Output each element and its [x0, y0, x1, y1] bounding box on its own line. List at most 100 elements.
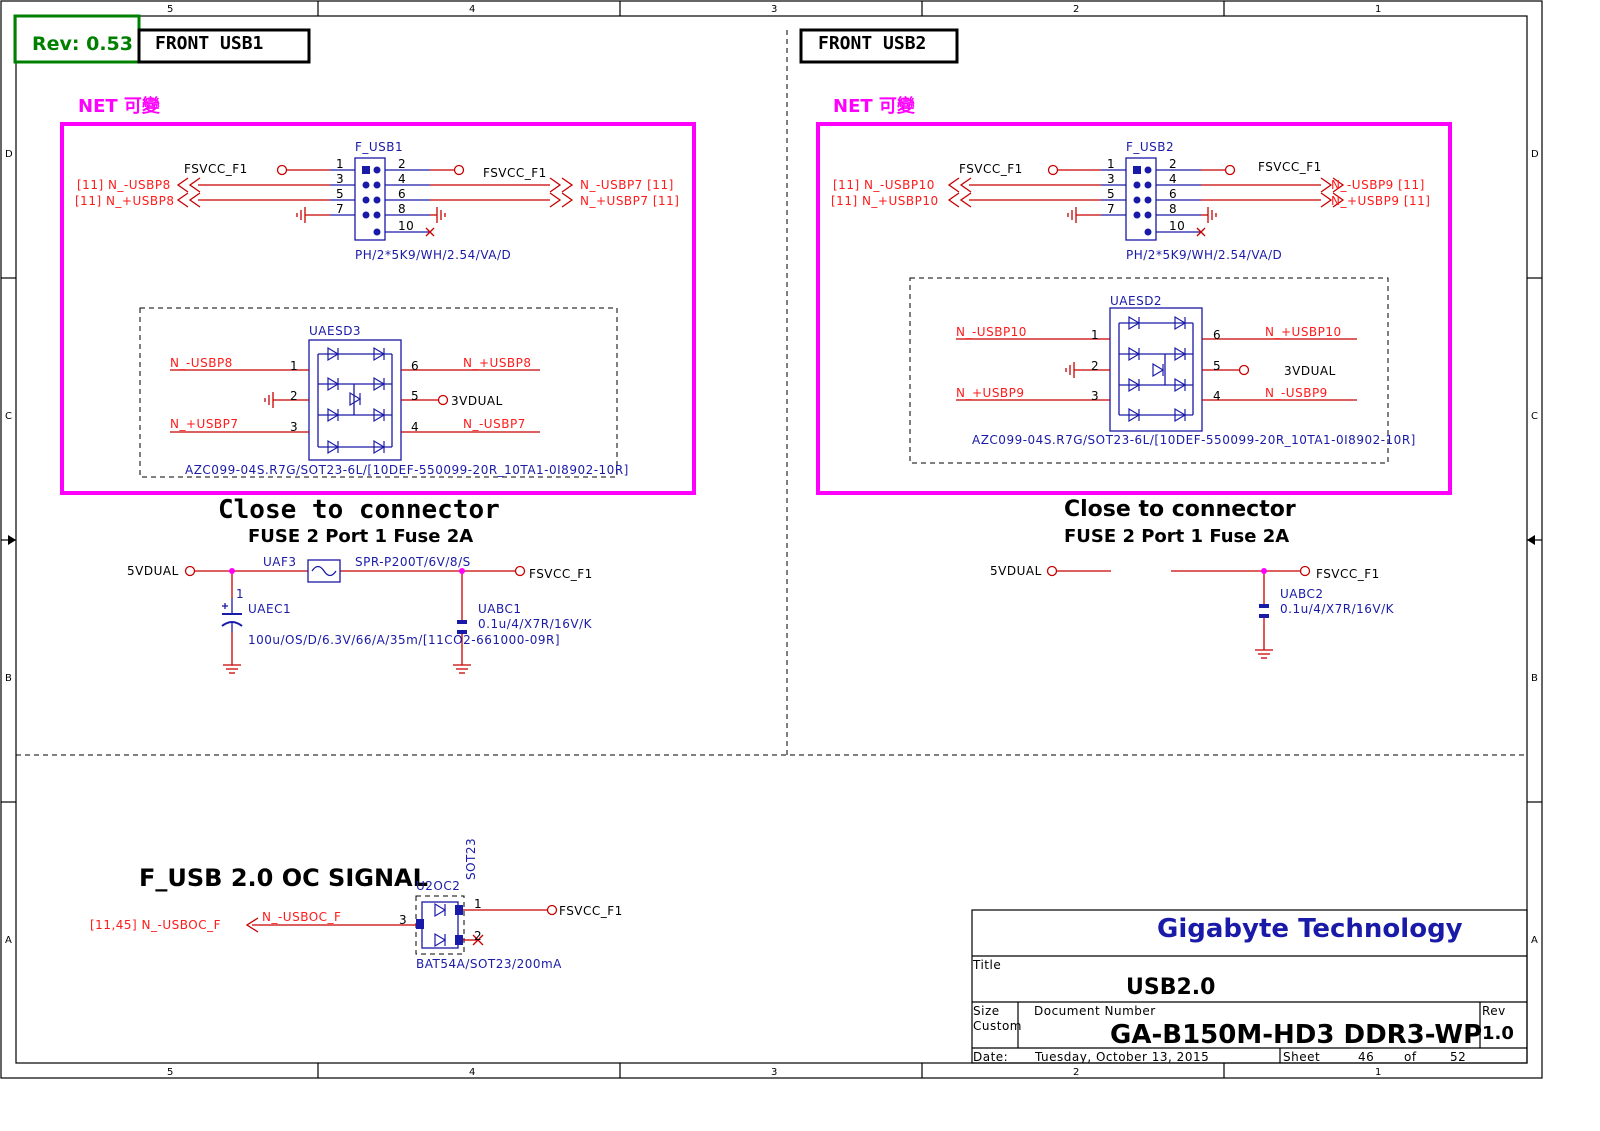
- esd-internal-1: [317, 353, 393, 448]
- power1-cap-part: 100u/OS/D/6.3V/66/A/35m/[11CO2-661000-09…: [248, 633, 560, 647]
- esd-part-2: AZC099-04S.R7G/SOT23-6L/[10DEF-550099-20…: [972, 433, 1416, 447]
- conn1-net-left-pos: [11] N_+USBP8: [75, 194, 174, 208]
- front-usb1-header-box: [137, 28, 311, 64]
- power1-fuse-part: SPR-P200T/6V/8/S: [355, 555, 471, 569]
- title-block: Gigabyte Technology Title USB2.0 Size Cu…: [971, 909, 1528, 1064]
- conn1-pin-2: 2: [398, 157, 406, 171]
- connector-pins-2: [1133, 166, 1152, 236]
- power1-cap-ref: UAEC1: [248, 602, 291, 616]
- left-center-marker: [8, 535, 16, 545]
- oc-pin-3: 3: [399, 913, 407, 927]
- junction-1b: [459, 568, 465, 574]
- esd1-pin-2: 2: [290, 389, 298, 403]
- esd1-net-pin4: N_-USBP7: [463, 417, 526, 431]
- border-row-c-left: C: [5, 411, 12, 422]
- oc-title: F_USB 2.0 OC SIGNAL: [139, 864, 428, 892]
- oc-net-pwr: FSVCC_F1: [559, 904, 623, 918]
- conn2-pin-2: 2: [1169, 157, 1177, 171]
- cap-uabc1-symbol: [457, 620, 467, 634]
- conn1-net-right-pos: N_+USBP7 [11]: [580, 194, 679, 208]
- close-title-2: Close to connector: [1064, 497, 1296, 522]
- connector-pin1-marker-2: [1133, 166, 1141, 174]
- esd2-pin-1: 1: [1091, 328, 1099, 342]
- connector-ref-1: F_USB1: [355, 140, 403, 154]
- net-box-1: [60, 122, 696, 495]
- border-row-d-right: D: [1531, 149, 1539, 160]
- revision-badge: Rev: 0.53: [32, 33, 133, 55]
- esd1-pin-6: 6: [411, 359, 419, 373]
- esd-ref-1: UAESD3: [309, 324, 361, 338]
- esd1-net-pin6: N_+USBP8: [463, 356, 532, 370]
- esd2-net-pin4: N_-USBP9: [1265, 386, 1328, 400]
- esd2-pin-4: 4: [1213, 389, 1221, 403]
- oc-part: BAT54A/SOT23/200mA: [416, 957, 562, 971]
- border-col-2-bottom: 2: [1073, 1067, 1079, 1078]
- sheet-number: 46: [1358, 1050, 1374, 1064]
- esd1-pin-3: 3: [290, 420, 298, 434]
- conn1-net-right-neg: N_-USBP7 [11]: [580, 178, 674, 192]
- sheet-total: 52: [1450, 1050, 1466, 1064]
- conn2-pin-1: 1: [1107, 157, 1115, 171]
- conn1-net-fsvcc-right: FSVCC_F1: [483, 166, 547, 180]
- esd-body-1: [308, 339, 402, 461]
- conn2-pin-7: 7: [1107, 202, 1115, 216]
- fuse-symbol-1: [311, 565, 337, 577]
- document-number: GA-B150M-HD3 DDR3-WP: [1110, 1020, 1482, 1050]
- power1-fuse-ref: UAF3: [263, 555, 297, 569]
- esd1-pin-4: 4: [411, 420, 419, 434]
- border-row-b-left: B: [5, 673, 12, 684]
- oc-pin3-pad: [416, 919, 424, 929]
- esd-dashed-box-2: [909, 277, 1389, 464]
- esd2-pin-3: 3: [1091, 389, 1099, 403]
- conn2-net-left-neg: [11] N_-USBP10: [833, 178, 935, 192]
- esd2-net-pin6: N_+USBP10: [1265, 325, 1342, 339]
- esd-part-1: AZC099-04S.R7G/SOT23-6L/[10DEF-550099-20…: [185, 463, 629, 477]
- sheet-title: USB2.0: [1126, 975, 1215, 1000]
- size-value: Custom: [973, 1019, 1022, 1033]
- border-col-1-bottom: 1: [1375, 1067, 1381, 1078]
- border-col-4-top: 4: [469, 4, 475, 15]
- connector-part-2: PH/2*5K9/WH/2.54/VA/D: [1126, 248, 1282, 262]
- border-row-c-right: C: [1531, 411, 1538, 422]
- conn1-net-left-neg: [11] N_-USBP8: [77, 178, 171, 192]
- rev-label: Rev: [1482, 1004, 1506, 1018]
- net-note-1: NET 可變: [78, 95, 161, 117]
- oc-pin1-pad: [455, 905, 463, 915]
- cap-uabc2-symbol: [1259, 604, 1269, 618]
- section-front-usb1: FRONT USB1 NET 可變 F_USB1 1 3 5 7 2 4 6 8…: [60, 28, 696, 674]
- conn1-pin-6: 6: [398, 187, 406, 201]
- conn1-pin-4: 4: [398, 172, 406, 186]
- border-col-2-top: 2: [1073, 4, 1079, 15]
- connector-ref-2: F_USB2: [1126, 140, 1174, 154]
- connector-body-2: [1125, 157, 1157, 241]
- conn2-net-right-pos: N_+USBP9 [11]: [1331, 194, 1430, 208]
- power1-cap2-part: 0.1u/4/X7R/16V/K: [478, 617, 593, 631]
- power1-cap2-ref: UABC1: [478, 602, 522, 616]
- border-col-3-top: 3: [771, 4, 777, 15]
- power1-cap-pin: 1: [236, 587, 244, 601]
- right-center-marker: [1527, 535, 1535, 545]
- close-title-1: Close to connector: [218, 495, 500, 525]
- esd1-net-pin5: 3VDUAL: [451, 394, 503, 408]
- oc-pin-1: 1: [474, 897, 482, 911]
- conn2-net-right-neg: N_-USBP9 [11]: [1331, 178, 1425, 192]
- oc-pin2-pad: [455, 935, 463, 945]
- conn1-pin-8: 8: [398, 202, 406, 216]
- esd1-net-pin3: N_+USBP7: [170, 417, 239, 431]
- border-col-4-bottom: 4: [469, 1067, 475, 1078]
- size-label: Size: [973, 1004, 1000, 1018]
- conn2-pin-5: 5: [1107, 187, 1115, 201]
- cap-uaec1-symbol: [221, 598, 243, 632]
- esd-body-2: [1109, 307, 1203, 432]
- front-usb2-header-box: [799, 28, 959, 64]
- esd-dashed-box-1: [139, 307, 618, 478]
- border-row-a-left: A: [5, 935, 12, 946]
- conn2-pin-3: 3: [1107, 172, 1115, 186]
- sheet-label: Sheet: [1283, 1050, 1320, 1064]
- company-name: Gigabyte Technology: [1157, 914, 1463, 944]
- section-front-usb2: FRONT USB2 NET 可變 F_USB2 1 3 5 7 2 4 6 8…: [799, 28, 1452, 659]
- connector-pins-1: [362, 166, 381, 236]
- net-box-2: [816, 122, 1452, 495]
- esd1-pin-1: 1: [290, 359, 298, 373]
